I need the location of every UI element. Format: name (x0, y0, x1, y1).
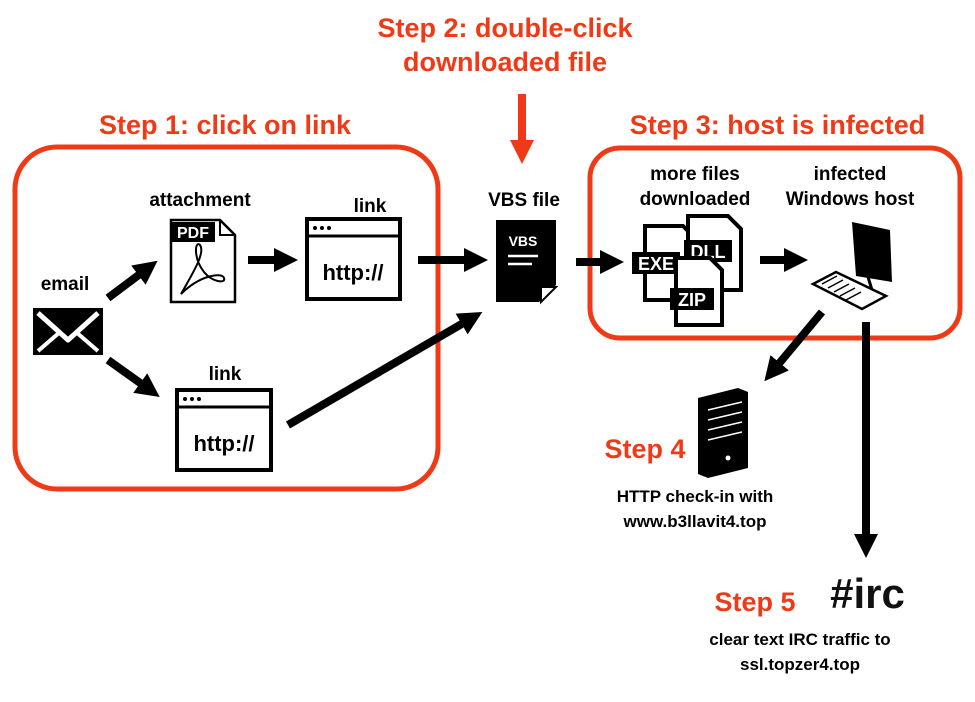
step2-title-line1: Step 2: double-click (377, 13, 633, 43)
step5-title: Step 5 (714, 587, 796, 617)
irc-caption-line1: clear text IRC traffic to (709, 630, 891, 649)
arrow-email-to-attachment (105, 260, 158, 302)
link-bottom-label: link (208, 364, 242, 385)
step4-title: Step 4 (604, 434, 686, 464)
irc-logo: #irc (830, 570, 905, 617)
zip-label: ZIP (678, 290, 706, 310)
infected-host-label-line1: infected (813, 164, 887, 185)
arrow-bottom-link-to-vbs (285, 311, 483, 429)
step1-title: Step 1: click on link (98, 110, 352, 140)
downloaded-files-icon: EXE DLL ZIP (632, 214, 743, 327)
pdf-attachment-icon: PDF (169, 218, 237, 304)
arrow-email-to-link (105, 356, 160, 397)
infected-computer-icon (810, 222, 892, 311)
vbs-file-icon: VBS (496, 220, 559, 305)
more-files-label-line2: downloaded (639, 189, 751, 210)
http-checkin-caption-line1: HTTP check-in with (616, 487, 774, 506)
infected-host-label-line2: Windows host (785, 189, 915, 210)
browser-url-bottom: http:// (193, 431, 254, 456)
arrow-host-to-server (764, 309, 826, 382)
more-files-label-line1: more files (650, 164, 740, 185)
step3-title: Step 3: host is infected (629, 110, 926, 140)
browser-link-bottom-icon: http:// (175, 388, 273, 472)
server-icon (698, 388, 748, 478)
link-top-label: link (353, 196, 387, 217)
step2-title-line2: downloaded file (402, 47, 607, 77)
email-envelope-icon (33, 308, 103, 355)
email-label: email (40, 274, 90, 295)
zip-file-icon: ZIP (670, 256, 724, 327)
irc-caption-line2: ssl.topzer4.top (740, 655, 860, 674)
browser-link-top-icon: http:// (305, 217, 402, 301)
step1-group-box (12, 144, 441, 492)
browser-url-top: http:// (322, 260, 383, 285)
exe-label: EXE (638, 254, 674, 274)
vbs-file-label: VBS file (488, 190, 560, 211)
pdf-label: PDF (177, 225, 209, 242)
http-checkin-caption-line2: www.b3llavit4.top (623, 512, 767, 531)
attachment-label: attachment (149, 190, 251, 211)
step3-group-box (587, 145, 963, 341)
vbs-label: VBS (509, 233, 538, 249)
